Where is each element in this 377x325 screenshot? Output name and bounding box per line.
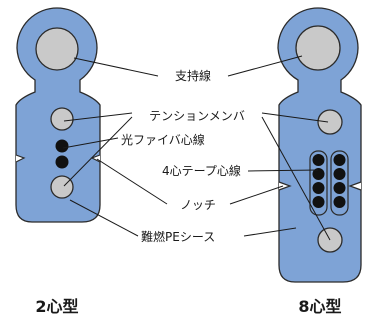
label-optical-fiber: 光ファイバ心線 xyxy=(121,132,205,147)
left-fiber-1 xyxy=(55,139,69,153)
leader-lines xyxy=(62,55,331,241)
tape-fiber xyxy=(333,154,346,166)
label-notch: ノッチ xyxy=(180,198,216,212)
tape-fiber xyxy=(312,154,325,166)
caption-8-core: 8心型 xyxy=(298,297,341,316)
left-support-wire xyxy=(35,27,79,71)
tape-fiber xyxy=(333,196,346,208)
right-tension-member-top xyxy=(317,109,343,135)
label-support-wire: 支持線 xyxy=(175,68,211,83)
label-tension-member: テンションメンバ xyxy=(149,109,245,123)
label-sheath: 難燃PEシース xyxy=(141,229,215,244)
left-tension-member-top xyxy=(50,107,74,131)
cable-2-core xyxy=(15,7,101,223)
caption-2-core: 2心型 xyxy=(35,297,78,316)
tape-fiber xyxy=(312,168,325,180)
tape-fiber xyxy=(312,182,325,194)
tape-fiber xyxy=(312,196,325,208)
left-notch-left xyxy=(15,154,26,163)
left-tension-member-bottom xyxy=(50,175,74,199)
labels: 支持線 テンションメンバ 光ファイバ心線 4心テープ心線 ノッチ 難燃PEシース xyxy=(121,68,245,244)
right-support-wire xyxy=(295,25,341,71)
left-fiber-2 xyxy=(55,155,69,169)
label-tape-fiber: 4心テープ心線 xyxy=(162,163,241,178)
tape-fiber xyxy=(333,182,346,194)
right-notch-right xyxy=(348,181,362,191)
cable-8-core xyxy=(277,7,362,283)
tape-fiber xyxy=(333,168,346,180)
right-notch-left xyxy=(278,181,292,191)
